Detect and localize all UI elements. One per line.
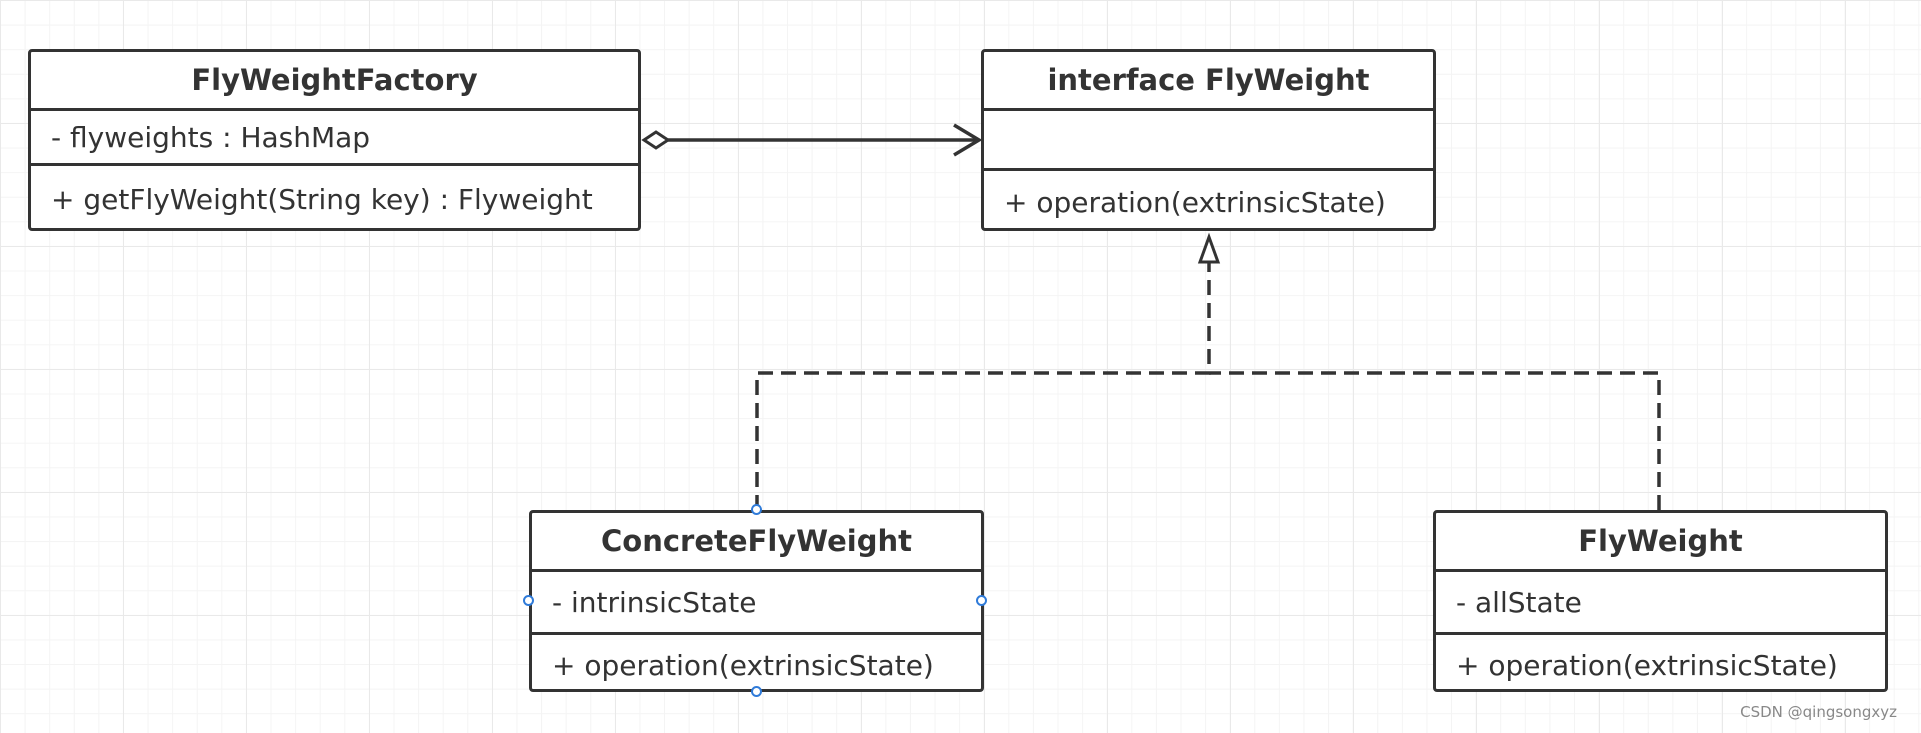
class-name: ConcreteFlyWeight <box>532 513 981 572</box>
realization-arrow-head <box>1197 232 1221 264</box>
watermark: CSDN @qingsongxyz <box>1740 703 1897 721</box>
selection-handle-top[interactable] <box>751 504 762 515</box>
attribute-flyweights: - flyweights : HashMap <box>31 111 638 166</box>
class-name: FlyWeight <box>1436 513 1885 572</box>
aggregation-diamond <box>641 130 671 150</box>
class-flyweight-factory[interactable]: FlyWeightFactory - flyweights : HashMap … <box>28 49 641 231</box>
selection-handle-left[interactable] <box>523 595 534 606</box>
operation-operation: + operation(extrinsicState) <box>1456 648 1838 682</box>
class-unshared-flyweight[interactable]: FlyWeight - allState + operation(extrins… <box>1433 510 1888 692</box>
selection-handle-bottom[interactable] <box>751 686 762 697</box>
attribute-intrinsic-state: - intrinsicState <box>532 572 981 635</box>
open-arrow-head <box>953 123 983 157</box>
class-concrete-flyweight[interactable]: ConcreteFlyWeight - intrinsicState + ope… <box>529 510 984 692</box>
aggregation-connector[interactable] <box>641 123 983 157</box>
operation-get-flyweight: + getFlyWeight(String key) : Flyweight <box>51 182 593 216</box>
class-name: interface FlyWeight <box>984 52 1433 111</box>
selection-handle-right[interactable] <box>976 595 987 606</box>
class-name: FlyWeightFactory <box>31 52 638 111</box>
realization-connector-concrete[interactable] <box>755 262 1211 510</box>
attribute-compartment <box>984 111 1433 171</box>
class-interface-flyweight[interactable]: interface FlyWeight + operation(extrinsi… <box>981 49 1436 231</box>
attribute-all-state: - allState <box>1436 572 1885 635</box>
realization-connector-unshared[interactable] <box>1209 371 1661 510</box>
operation-operation: + operation(extrinsicState) <box>1004 186 1386 219</box>
operation-operation: + operation(extrinsicState) <box>552 648 934 682</box>
